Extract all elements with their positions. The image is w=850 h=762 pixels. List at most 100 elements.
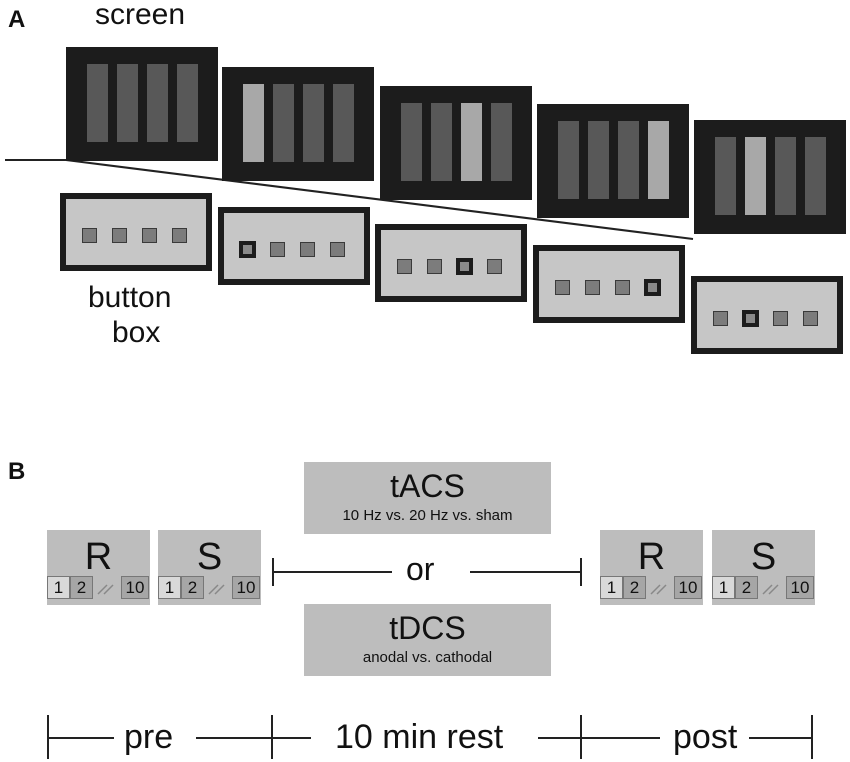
pressed-button — [456, 258, 473, 275]
timeline-line — [196, 737, 272, 739]
tdcs-subtitle: anodal vs. cathodal — [362, 649, 493, 666]
response-button — [330, 242, 345, 257]
trial-cell-last: 10 — [786, 576, 814, 599]
or-line-right — [470, 571, 580, 573]
screen-trial-2 — [222, 67, 374, 181]
screen-trial-5 — [694, 120, 846, 234]
response-button — [773, 311, 788, 326]
timeline-line — [47, 737, 114, 739]
lit-bar — [461, 103, 482, 181]
bar — [588, 121, 609, 199]
ellipsis-slash-icon — [97, 584, 114, 595]
bar — [303, 84, 324, 162]
trial-cell-second: 2 — [623, 576, 646, 599]
screen-trial-1 — [66, 47, 218, 161]
response-button — [615, 280, 630, 295]
tdcs-title: tDCS — [389, 610, 466, 646]
bar — [147, 64, 168, 142]
timeline-post-label: post — [673, 718, 738, 756]
screen-trial-3 — [380, 86, 532, 200]
response-button — [397, 259, 412, 274]
tacs-subtitle: 10 Hz vs. 20 Hz vs. sham — [342, 507, 513, 524]
bar — [333, 84, 354, 162]
response-button — [112, 228, 127, 243]
bar — [177, 64, 198, 142]
trial-cell-second: 2 — [735, 576, 758, 599]
trial-cell-first: 1 — [158, 576, 181, 599]
response-button — [427, 259, 442, 274]
timeline-tick-end — [811, 715, 813, 759]
bar — [273, 84, 294, 162]
response-button — [142, 228, 157, 243]
bar — [618, 121, 639, 199]
button-box-trial-5 — [691, 276, 843, 354]
response-button — [270, 242, 285, 257]
response-button — [172, 228, 187, 243]
trial-cell-first: 1 — [47, 576, 70, 599]
pressed-button — [644, 279, 661, 296]
response-button — [803, 311, 818, 326]
timeline-rest-label: 10 min rest — [335, 718, 504, 756]
trial-cell-last: 10 — [232, 576, 260, 599]
bar — [431, 103, 452, 181]
trial-cell-last: 10 — [121, 576, 149, 599]
ellipsis-slash-icon — [762, 584, 779, 595]
pre-block-s: S 1 2 10 — [158, 530, 261, 605]
block-letter: S — [750, 536, 777, 578]
button-box-trial-3 — [375, 224, 527, 302]
timeline-line — [538, 737, 581, 739]
response-button — [555, 280, 570, 295]
bar — [491, 103, 512, 181]
trial-cell-first: 1 — [600, 576, 623, 599]
bar — [805, 137, 826, 215]
button-box-label-line1: button — [88, 281, 172, 314]
trial-cell-second: 2 — [70, 576, 93, 599]
button-box-trial-1 — [60, 193, 212, 271]
lit-bar — [648, 121, 669, 199]
timeline-line — [271, 737, 311, 739]
pressed-button — [239, 241, 256, 258]
ellipsis-slash-icon — [650, 584, 667, 595]
bar — [117, 64, 138, 142]
timeline-line — [580, 737, 660, 739]
response-button — [713, 311, 728, 326]
response-button — [82, 228, 97, 243]
response-button — [300, 242, 315, 257]
timeline-line — [749, 737, 812, 739]
bar — [558, 121, 579, 199]
post-block-r: R 1 2 10 — [600, 530, 703, 605]
pre-block-r: R 1 2 10 — [47, 530, 150, 605]
button-box-label-line2: box — [112, 316, 161, 349]
post-block-s: S 1 2 10 — [712, 530, 815, 605]
response-button — [487, 259, 502, 274]
bar — [401, 103, 422, 181]
tdcs-box: tDCS anodal vs. cathodal — [304, 604, 551, 676]
bar — [715, 137, 736, 215]
panel-b-letter: B — [8, 458, 26, 485]
bar — [775, 137, 796, 215]
or-line-left — [272, 571, 392, 573]
timeline-pre-label: pre — [124, 718, 174, 756]
screen-trial-4 — [537, 104, 689, 218]
trial-cell-second: 2 — [181, 576, 204, 599]
button-box-trial-4 — [533, 245, 685, 323]
lit-bar — [243, 84, 264, 162]
lit-bar — [745, 137, 766, 215]
ellipsis-slash-icon — [208, 584, 225, 595]
button-box-trial-2 — [218, 207, 370, 285]
trial-cell-first: 1 — [712, 576, 735, 599]
block-letter: R — [637, 536, 666, 578]
tacs-box: tACS 10 Hz vs. 20 Hz vs. sham — [304, 462, 551, 534]
screen-label: screen — [95, 0, 186, 31]
or-bracket-right — [580, 558, 582, 586]
block-letter: R — [84, 536, 113, 578]
pressed-button — [742, 310, 759, 327]
trial-cell-last: 10 — [674, 576, 702, 599]
response-button — [585, 280, 600, 295]
or-label: or — [406, 551, 435, 587]
bar — [87, 64, 108, 142]
tacs-title: tACS — [390, 468, 465, 504]
panel-a-letter: A — [8, 6, 26, 33]
block-letter: S — [196, 536, 223, 578]
